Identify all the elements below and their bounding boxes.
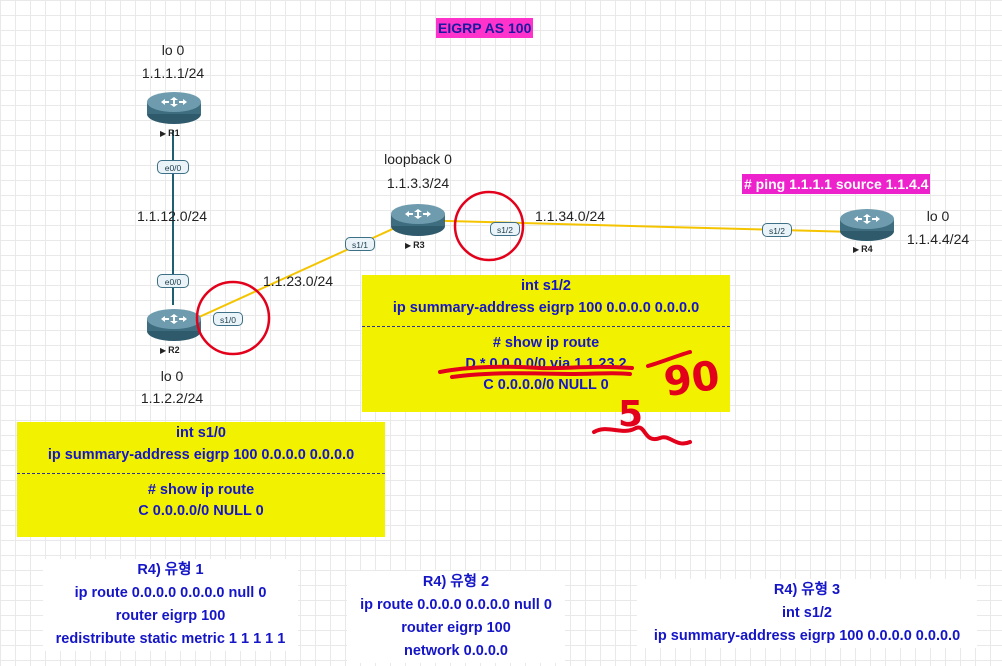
r3-config-line5: C 0.0.0.0/0 NULL 0 (483, 377, 609, 393)
r2-loopback-ip: 1.1.2.2/24 (140, 390, 204, 406)
r2-iface-s1-0[interactable]: s1/0 (213, 312, 243, 326)
r3-loopback-ip: 1.1.3.3/24 (386, 175, 450, 191)
link-r2-r3-subnet: 1.1.23.0/24 (262, 273, 334, 289)
r4-loopback-label: lo 0 (926, 208, 950, 224)
r1-loopback-label: lo 0 (161, 42, 185, 58)
r4-type3-line3: ip summary-address eigrp 100 0.0.0.0 0.0… (653, 628, 961, 644)
r4-type3-line1: R4) 유형 3 (773, 582, 841, 598)
router-r3-icon[interactable] (389, 200, 447, 238)
r4-type2-line1: R4) 유형 2 (422, 574, 490, 590)
r1-loopback-ip: 1.1.1.1/24 (141, 65, 205, 81)
router-r3-name: ▶R3 (405, 240, 425, 250)
r2-config-line2: ip summary-address eigrp 100 0.0.0.0 0.0… (47, 447, 355, 463)
r4-type1-line2: ip route 0.0.0.0 0.0.0.0 null 0 (74, 585, 267, 601)
r4-type3-line2: int s1/2 (782, 605, 832, 621)
router-r2-icon[interactable] (145, 305, 203, 343)
router-r4-icon[interactable] (838, 205, 896, 243)
r4-type1-line3: router eigrp 100 (115, 608, 226, 624)
r2-config-separator (17, 473, 385, 474)
r4-type2-line2: ip route 0.0.0.0 0.0.0.0 null 0 (360, 597, 552, 613)
router-r4-name: ▶R4 (853, 244, 873, 254)
r2-config-line3: # show ip route (147, 482, 255, 498)
r4-type3-box: R4) 유형 3 int s1/2 ip summary-address eig… (637, 579, 977, 648)
r3-iface-s1-2[interactable]: s1/2 (490, 222, 520, 236)
router-r2-name: ▶R2 (160, 345, 180, 355)
eigrp-title-banner: EIGRP AS 100 (436, 18, 534, 38)
r4-loopback-ip: 1.1.4.4/24 (906, 231, 970, 247)
r2-config-line4: C 0.0.0.0/0 NULL 0 (138, 503, 264, 519)
r4-type2-box: R4) 유형 2 ip route 0.0.0.0 0.0.0.0 null 0… (347, 571, 565, 663)
r4-type2-line3: router eigrp 100 (401, 620, 511, 636)
r2-config-box: int s1/0 ip summary-address eigrp 100 0.… (17, 422, 385, 537)
r1-iface-e0-0[interactable]: e0/0 (157, 160, 189, 174)
r2-config-line1: int s1/0 (176, 425, 226, 441)
r3-config-box: int s1/2 ip summary-address eigrp 100 0.… (362, 275, 730, 412)
router-r1-name: ▶R1 (160, 128, 180, 138)
r3-config-line2: ip summary-address eigrp 100 0.0.0.0 0.0… (392, 300, 700, 316)
r4-type1-line1: R4) 유형 1 (137, 562, 204, 578)
r3-config-line3: # show ip route (492, 335, 600, 351)
router-r1-icon[interactable] (145, 88, 203, 126)
r3-config-line1: int s1/2 (521, 278, 571, 294)
r4-type1-line4: redistribute static metric 1 1 1 1 1 (55, 631, 286, 647)
r4-iface-s1-2[interactable]: s1/2 (762, 223, 792, 237)
link-r3-r4-subnet: 1.1.34.0/24 (534, 208, 606, 224)
r2-loopback-label: lo 0 (160, 368, 184, 384)
r4-type1-box: R4) 유형 1 ip route 0.0.0.0 0.0.0.0 null 0… (43, 559, 298, 651)
ping-command-banner: # ping 1.1.1.1 source 1.1.4.4 (742, 174, 931, 194)
r2-iface-e0-0[interactable]: e0/0 (157, 274, 189, 288)
r3-loopback-label: loopback 0 (384, 151, 452, 167)
r3-config-separator (362, 326, 730, 327)
link-r1-r2-subnet: 1.1.12.0/24 (136, 208, 208, 224)
r3-iface-s1-1[interactable]: s1/1 (345, 237, 375, 251)
r4-type2-line4: network 0.0.0.0 (404, 643, 508, 659)
r3-config-line4: D * 0.0.0.0/0 via 1.1.23.2 (465, 356, 627, 372)
